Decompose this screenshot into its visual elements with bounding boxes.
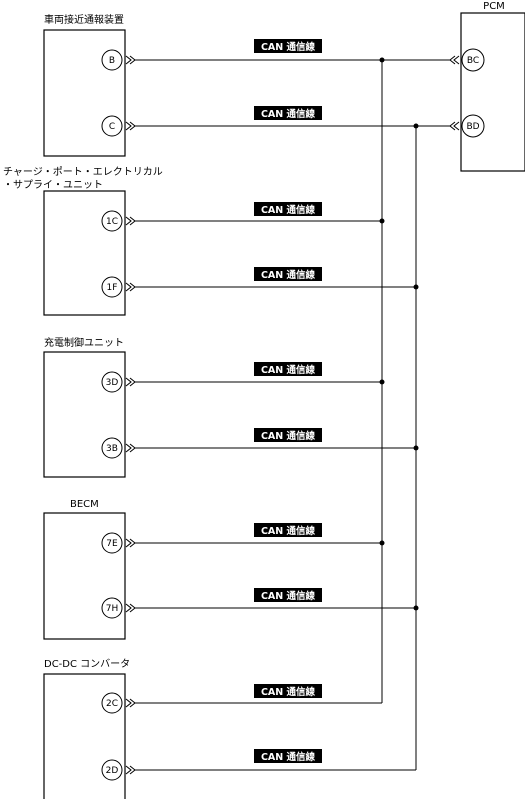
pcm-pin-bc: BC — [449, 48, 485, 72]
module-pin-2d: 2D — [101, 759, 136, 781]
module-label-charge-control: 充電制御ユニット — [44, 336, 124, 349]
module-pin-1f: 1F — [101, 276, 136, 298]
module-label-becm: BECM — [70, 499, 99, 510]
connector-icon — [125, 216, 136, 226]
connector-icon — [125, 282, 136, 292]
junction-dot — [413, 605, 419, 611]
pin-label: B — [109, 56, 115, 66]
svg-text:CAN 通信線: CAN 通信線 — [261, 590, 316, 602]
module-pin-7h: 7H — [101, 597, 136, 619]
connector-icon — [125, 55, 136, 65]
can-wire-label: CAN 通信線 — [254, 39, 322, 53]
connector-icon — [125, 765, 136, 775]
can-wire-label: CAN 通信線 — [254, 749, 322, 763]
can-wire-label: CAN 通信線 — [254, 588, 322, 602]
pin-label: 1F — [107, 283, 118, 293]
connector-icon — [125, 443, 136, 453]
pin-label: 7H — [106, 604, 119, 614]
pcm-pin-bd: BD — [449, 114, 485, 138]
pin-label: C — [109, 122, 115, 132]
pin-label: 2D — [106, 766, 119, 776]
pin-label: 3D — [106, 378, 119, 388]
junction-dot — [379, 379, 385, 385]
can-wire-label: CAN 通信線 — [254, 684, 322, 698]
connector-icon — [125, 603, 136, 613]
module-pin-3d: 3D — [101, 371, 136, 393]
pin-label: 2C — [106, 699, 118, 709]
junction-dot — [379, 540, 385, 546]
module-label-charge-port-line2: ・サプライ・ユニット — [3, 179, 103, 191]
pcm-box — [460, 12, 525, 172]
module-label-dcdc: DC-DC コンバータ — [44, 658, 130, 670]
connector-icon — [125, 698, 136, 708]
junction-dot — [413, 445, 419, 451]
can-wire-label: CAN 通信線 — [254, 267, 322, 281]
can-wire-label: CAN 通信線 — [254, 106, 322, 120]
module-pin-2c: 2C — [101, 692, 136, 714]
connector-icon — [125, 377, 136, 387]
pin-label: 3B — [106, 444, 118, 454]
svg-text:CAN 通信線: CAN 通信線 — [261, 204, 316, 216]
module-pin-1c: 1C — [101, 210, 136, 232]
svg-text:CAN 通信線: CAN 通信線 — [261, 364, 316, 376]
can-wire-label: CAN 通信線 — [254, 523, 322, 537]
connector-icon — [125, 538, 136, 548]
pin-label: BC — [467, 56, 479, 66]
pin-label: BD — [466, 122, 479, 132]
module-pin-7e: 7E — [101, 532, 136, 554]
connector-icon — [125, 121, 136, 131]
svg-text:CAN 通信線: CAN 通信線 — [261, 686, 316, 698]
can-wire-label: CAN 通信線 — [254, 362, 322, 376]
can-wire-label: CAN 通信線 — [254, 428, 322, 442]
junction-dot — [379, 218, 385, 224]
svg-text:CAN 通信線: CAN 通信線 — [261, 108, 316, 120]
pin-label: 1C — [106, 217, 118, 227]
module-box-vehicle-approach — [43, 29, 126, 157]
module-pin-c: C — [101, 115, 136, 137]
module-label-charge-port-line1: チャージ・ポート・エレクトリカル — [3, 166, 163, 178]
pin-label: 7E — [106, 539, 118, 549]
svg-text:CAN 通信線: CAN 通信線 — [261, 41, 316, 53]
connector-icon — [449, 55, 460, 65]
junction-dot — [413, 123, 419, 129]
module-pin-b: B — [101, 49, 136, 71]
svg-text:CAN 通信線: CAN 通信線 — [261, 430, 316, 442]
svg-text:CAN 通信線: CAN 通信線 — [261, 269, 316, 281]
svg-text:CAN 通信線: CAN 通信線 — [261, 525, 316, 537]
module-pin-3b: 3B — [101, 437, 136, 459]
junction-dot — [413, 284, 419, 290]
can-wire-label: CAN 通信線 — [254, 202, 322, 216]
module-label-vehicle-approach: 車両接近通報装置 — [44, 13, 124, 26]
module-box-becm — [43, 512, 126, 640]
svg-text:CAN 通信線: CAN 通信線 — [261, 751, 316, 763]
pcm-label: PCM — [483, 1, 505, 12]
junction-dot — [379, 57, 385, 63]
connector-icon — [449, 121, 460, 131]
